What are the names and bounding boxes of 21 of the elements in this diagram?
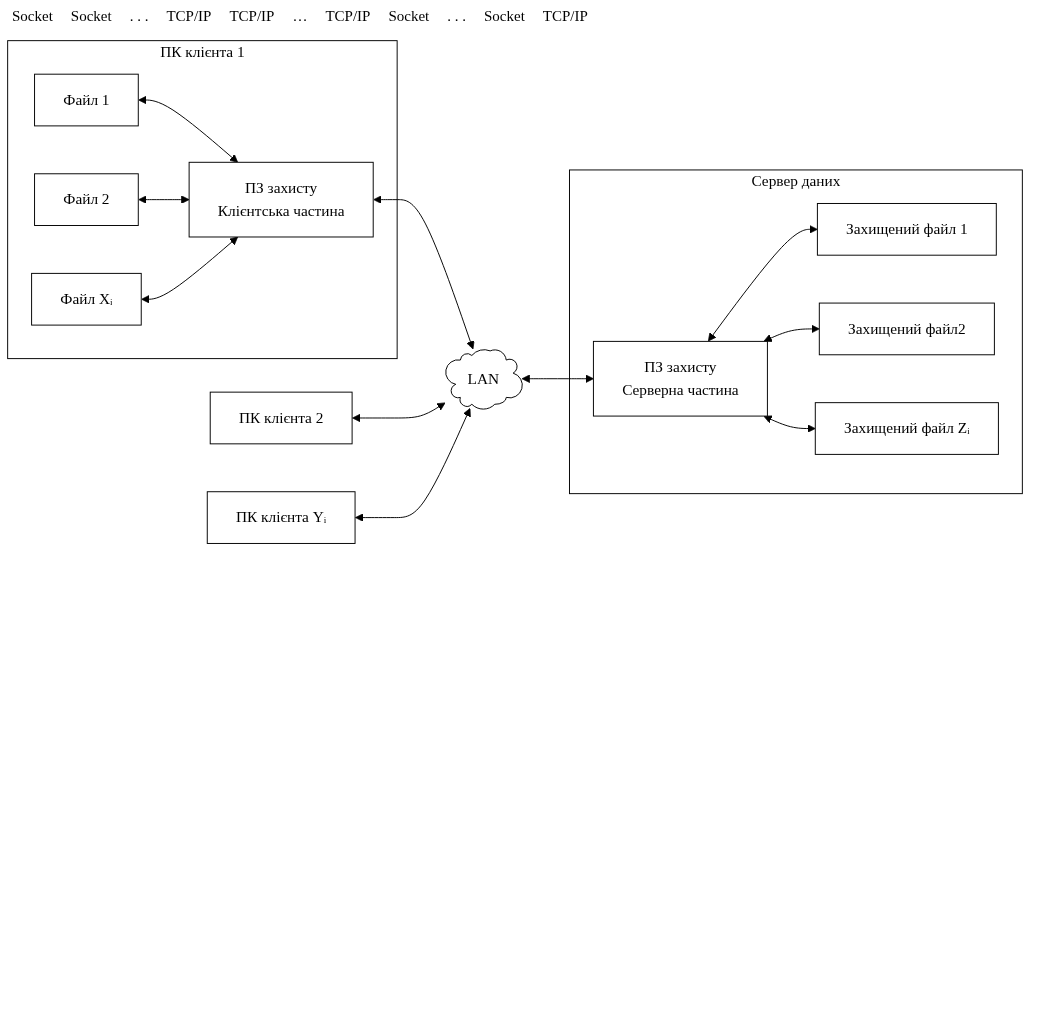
node-box: Захищений файл Zᵢ (814, 402, 999, 455)
note-text: TCP/IP (166, 8, 212, 25)
node-box: Захищений файл 1 (816, 203, 997, 256)
note-text: TCP/IP (542, 8, 588, 25)
note-text: Socket (484, 8, 525, 25)
node-box: Файл 1 (34, 73, 139, 127)
note-text: TCP/IP (325, 8, 371, 25)
node-box: Захищений файл2 (818, 302, 995, 356)
note-text: Socket (12, 8, 53, 25)
note-text: . . . (447, 8, 467, 25)
note-text: . . . (129, 8, 149, 25)
note-text: Socket (388, 8, 430, 25)
node-box: ПК клієнта Yᵢ (206, 491, 356, 544)
node-box: ПЗ захисту Серверна частина (592, 340, 768, 417)
node-box: ПЗ захисту Клієнтська частина (188, 161, 374, 238)
note-text: TCP/IP (229, 8, 275, 25)
note-text: Socket (70, 8, 112, 25)
node-box: Файл Xᵢ (31, 272, 142, 326)
node-box: ПК клієнта 2 (209, 391, 353, 445)
node-box: Файл 2 (34, 173, 139, 226)
note-text: … (292, 8, 308, 25)
